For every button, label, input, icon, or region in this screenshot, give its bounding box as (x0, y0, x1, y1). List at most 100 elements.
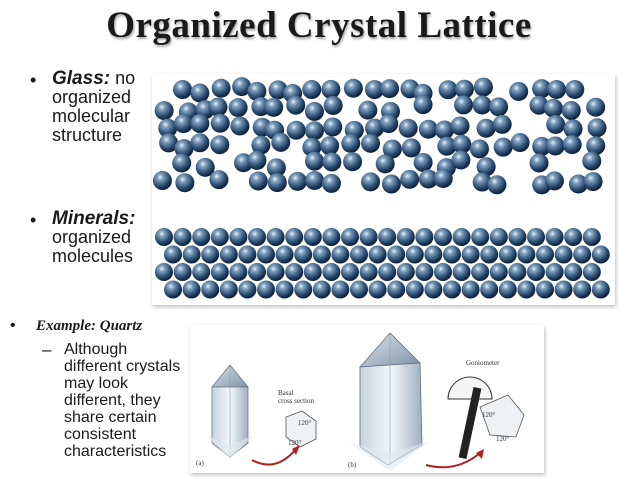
molecule-sphere (452, 134, 472, 154)
angle-label: 120° (288, 439, 302, 447)
molecule-sphere (398, 118, 418, 138)
molecule-sphere (532, 136, 552, 156)
molecule-sphere (247, 150, 267, 170)
molecule-sphere (433, 169, 453, 189)
molecule-sphere (304, 121, 324, 141)
molecule-sphere (175, 173, 195, 193)
molecule-sphere (229, 263, 248, 281)
molecule-sphere (415, 228, 434, 246)
molecule-sphere (508, 228, 527, 246)
molecule-sphere (586, 97, 606, 117)
example-line: consistent (64, 426, 137, 443)
molecule-sphere (285, 228, 304, 246)
molecule-sphere (396, 228, 415, 246)
molecule-sphere (529, 153, 549, 173)
molecule-sphere (405, 280, 424, 299)
molecule-sphere (341, 133, 361, 153)
molecule-sphere (173, 80, 193, 100)
label-b: (b) (348, 461, 357, 469)
molecule-sphere (322, 263, 341, 281)
molecule-sphere (401, 138, 421, 158)
molecule-sphere (173, 228, 192, 246)
example-line: different, they (64, 392, 161, 409)
molecule-sphere (573, 245, 592, 264)
molecule-sphere (268, 80, 288, 100)
molecule-sphere (400, 169, 420, 189)
molecule-sphere (473, 77, 493, 97)
minerals-line: molecules (52, 246, 134, 266)
molecule-sphere (454, 79, 474, 99)
molecule-sphere (413, 95, 433, 115)
slide-title: Organized Crystal Lattice (106, 5, 532, 46)
molecule-sphere (323, 96, 343, 116)
molecule-sphere (554, 245, 573, 264)
molecule-sphere (368, 245, 387, 264)
molecule-sphere (554, 280, 573, 299)
minerals-line: organized (52, 227, 132, 247)
glass-heading: Glass: (52, 68, 111, 89)
molecule-sphere (368, 280, 387, 299)
molecule-sphere (487, 175, 507, 195)
molecule-sphere (331, 245, 350, 264)
molecule-sphere (461, 245, 480, 264)
molecule-sphere (564, 263, 583, 281)
molecule-sphere (450, 116, 470, 136)
molecule-sphere (509, 81, 529, 101)
example-line: Although (64, 341, 128, 358)
molecule-sphere (209, 170, 229, 190)
molecule-sphere (294, 280, 313, 299)
glass-line: structure (52, 125, 123, 145)
molecule-sphere (545, 263, 564, 281)
molecule-sphere (303, 228, 322, 246)
molecule-sphere (331, 280, 350, 299)
molecule-sphere (543, 98, 563, 118)
molecule-sphere (378, 263, 397, 281)
example-line: may look (64, 375, 129, 392)
molecule-sphere (286, 95, 306, 115)
sub-dash: – (42, 340, 52, 359)
molecule-sphere (510, 133, 530, 153)
molecule-sphere (586, 136, 606, 156)
quartz-figure: (a) Basal cross section 120° 120° (b) Go… (190, 325, 544, 473)
molecule-sphere (248, 228, 266, 246)
molecule-sphere (219, 245, 238, 264)
molecule-sphere (238, 280, 257, 299)
molecule-sphere (275, 280, 294, 299)
molecule-sphere (434, 263, 452, 281)
molecule-sphere (321, 79, 341, 99)
molecule-sphere (341, 263, 359, 281)
molecule-sphere (380, 79, 400, 99)
molecule-sphere (545, 228, 564, 246)
arrow-b (425, 452, 481, 469)
molecule-sphere (396, 263, 415, 281)
molecule-sphere (266, 228, 285, 246)
molecule-sphere (190, 83, 210, 103)
molecule-sphere (375, 154, 395, 174)
molecule-sphere (443, 245, 461, 264)
arrow-a (251, 448, 297, 466)
minerals-heading: Minerals: (52, 208, 136, 229)
molecule-sphere (415, 263, 434, 281)
molecule-sphere (418, 119, 438, 139)
molecule-sphere (321, 173, 341, 193)
crystal-b (350, 332, 430, 471)
molecule-sphere (480, 245, 499, 264)
molecule-sphere (288, 171, 308, 191)
angle-label: 120° (496, 435, 510, 443)
molecule-sphere (358, 100, 378, 120)
molecule-sphere (359, 228, 378, 246)
molecule-sphere (312, 245, 331, 264)
molecule-sphere (547, 80, 567, 100)
molecule-sphere (517, 280, 536, 299)
molecule-sphere (545, 136, 565, 156)
glass-bullet: Glass: no organized molecular structure (52, 69, 135, 145)
bullet-dot: • (30, 70, 37, 90)
molecule-sphere (451, 150, 471, 170)
molecule-sphere (382, 139, 402, 159)
molecule-sphere (172, 153, 192, 173)
molecule-sphere (493, 137, 513, 157)
molecule-sphere (527, 228, 545, 246)
glass-line: molecular (52, 106, 131, 126)
molecule-sphere (437, 136, 457, 156)
molecule-sphere (341, 228, 359, 246)
